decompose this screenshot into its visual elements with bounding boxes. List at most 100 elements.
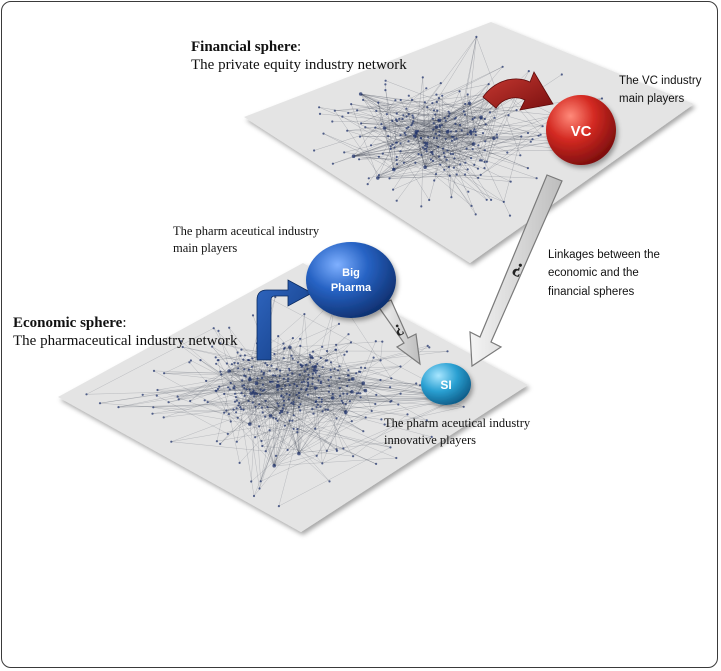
economic-sphere-subtitle: The pharmaceutical industry network (13, 333, 238, 349)
network-edge (234, 362, 263, 447)
network-node (432, 136, 436, 139)
network-node (344, 412, 347, 415)
network-node (326, 408, 329, 411)
network-edge (219, 360, 381, 387)
network-node (399, 142, 402, 145)
network-node (240, 348, 243, 351)
network-node (286, 373, 289, 376)
network-edge (287, 381, 290, 396)
network-node (383, 423, 386, 426)
network-edge (414, 133, 436, 137)
network-edge (469, 36, 477, 104)
network-node (259, 393, 262, 396)
network-node (299, 337, 302, 340)
network-node (233, 392, 237, 395)
network-node (375, 393, 378, 396)
network-edge (265, 397, 460, 417)
network-node (395, 155, 398, 159)
network-edge (262, 381, 322, 413)
network-edge (447, 124, 486, 133)
network-node (232, 408, 235, 411)
network-edge (249, 357, 265, 425)
network-node (272, 463, 277, 468)
network-edge (249, 343, 258, 425)
network-edge (360, 93, 416, 164)
network-node (453, 117, 456, 120)
network-node (526, 167, 530, 170)
network-edge (215, 390, 288, 413)
network-node (432, 109, 436, 112)
network-edge (352, 378, 427, 421)
network-edge (393, 143, 474, 170)
network-node (402, 114, 405, 117)
network-edge (325, 395, 341, 410)
network-edge (278, 348, 285, 386)
network-edge (253, 397, 333, 497)
network-node (225, 409, 228, 412)
innovative-line2: innovative players (384, 432, 476, 447)
network-edge (425, 132, 471, 146)
network-node (363, 388, 368, 393)
network-node (290, 354, 293, 357)
network-edge (377, 169, 468, 179)
network-edge (278, 385, 344, 394)
network-node (471, 118, 474, 121)
network-node (377, 101, 380, 104)
network-edge (424, 138, 457, 168)
network-node (280, 387, 283, 390)
network-edge (244, 355, 315, 371)
innovative-players-label: The pharm aceutical industry innovative … (384, 415, 530, 449)
network-node (291, 337, 294, 340)
network-edge (315, 304, 335, 429)
network-edge (255, 402, 343, 438)
network-node (492, 136, 496, 140)
network-node (252, 390, 255, 394)
network-node (263, 388, 266, 391)
network-edge (435, 114, 476, 215)
network-edge (378, 102, 394, 170)
network-edge (256, 383, 284, 409)
network-node (349, 341, 353, 344)
network-edge (378, 102, 382, 125)
network-edge (359, 91, 460, 137)
network-edge (425, 158, 455, 168)
network-node (214, 356, 217, 359)
network-edge (358, 383, 364, 394)
network-node (325, 349, 329, 353)
network-edge (332, 354, 345, 398)
network-edge (452, 150, 485, 155)
network-node (420, 153, 423, 157)
network-edge (229, 370, 346, 414)
network-node (176, 395, 179, 398)
network-edge (316, 370, 339, 389)
network-node (394, 118, 398, 121)
network-node (277, 404, 280, 407)
network-node (439, 82, 442, 85)
network-edge (262, 373, 357, 385)
network-edge (307, 383, 364, 395)
network-edge (288, 378, 327, 451)
network-edge (229, 370, 321, 407)
network-edge (396, 143, 427, 165)
network-node (425, 150, 428, 153)
network-node (447, 165, 450, 169)
si-node-label: SI (440, 378, 451, 392)
network-node (399, 134, 402, 137)
network-node (424, 144, 427, 147)
network-edge (436, 126, 487, 162)
network-node (476, 167, 480, 170)
network-edge (278, 385, 308, 395)
network-edge (344, 109, 517, 153)
network-edge (322, 371, 360, 464)
network-node (291, 357, 294, 360)
network-node (405, 107, 408, 110)
network-edge (486, 97, 518, 162)
network-node (473, 128, 476, 131)
network-edge (164, 373, 279, 386)
network-node (393, 146, 396, 149)
network-node (316, 362, 319, 365)
network-edge (424, 152, 445, 168)
network-edge (439, 120, 522, 137)
network-edge (481, 117, 555, 141)
